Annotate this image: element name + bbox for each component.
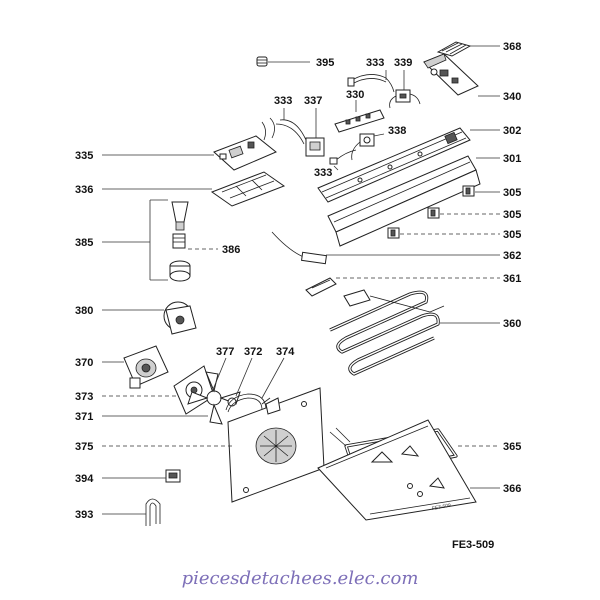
label-393: 393 xyxy=(75,509,93,521)
part-339-switch xyxy=(389,89,421,109)
label-380: 380 xyxy=(75,305,93,317)
label-362: 362 xyxy=(503,250,521,262)
part-370-fan-motor xyxy=(123,345,169,389)
part-360-grill-element xyxy=(329,289,445,376)
label-385: 385 xyxy=(75,237,93,249)
label-333-top: 333 xyxy=(366,57,384,69)
part-362-probe xyxy=(271,231,328,265)
label-340: 340 xyxy=(503,91,521,103)
label-333-low: 333 xyxy=(314,167,332,179)
part-305-knob-b xyxy=(427,207,440,219)
label-301: 301 xyxy=(503,153,521,165)
label-377: 377 xyxy=(216,346,234,358)
label-368: 368 xyxy=(503,41,521,53)
part-366-base-plate: FE3-509 xyxy=(317,419,477,521)
watermark: piecesdetachees.elec.com xyxy=(182,568,419,589)
label-365: 365 xyxy=(503,441,521,453)
label-395: 395 xyxy=(316,57,334,69)
label-386: 386 xyxy=(222,244,240,256)
part-375-rear-panel xyxy=(227,387,325,503)
part-305-knob-a xyxy=(462,185,475,197)
label-305-a: 305 xyxy=(503,187,521,199)
part-301-front-fascia xyxy=(327,155,481,247)
label-375: 375 xyxy=(75,441,93,453)
part-393-wire xyxy=(145,498,161,526)
label-373: 373 xyxy=(75,391,93,403)
label-333-mid: 333 xyxy=(274,95,292,107)
label-370: 370 xyxy=(75,357,93,369)
label-360: 360 xyxy=(503,318,521,330)
label-366: 366 xyxy=(503,483,521,495)
part-340-programmer-module xyxy=(423,53,479,96)
label-338: 338 xyxy=(388,125,406,137)
label-371: 371 xyxy=(75,411,93,423)
part-labels: 395 368 333 339 330 337 333 340 338 302 … xyxy=(75,41,521,521)
part-395-screw xyxy=(256,56,268,67)
part-302-control-panel xyxy=(317,127,471,203)
label-374: 374 xyxy=(276,346,295,358)
part-336-support-frame xyxy=(210,171,286,207)
part-330-switch-bracket xyxy=(334,109,385,133)
part-385-lamp-assembly xyxy=(169,201,191,282)
label-394: 394 xyxy=(75,473,94,485)
part-361-gasket xyxy=(305,277,337,297)
label-372: 372 xyxy=(244,346,262,358)
part-368-ribbon-cable xyxy=(436,41,472,57)
label-330: 330 xyxy=(346,89,364,101)
plate-stamp: FE3-509 xyxy=(431,503,451,512)
part-335-circuit-board xyxy=(213,135,277,171)
part-337-thermostat xyxy=(275,119,325,157)
label-337: 337 xyxy=(304,95,322,107)
part-394-connector xyxy=(165,469,181,483)
label-335: 335 xyxy=(75,150,93,162)
part-333-harness-left xyxy=(261,117,275,141)
leader-lines xyxy=(102,45,500,515)
label-336: 336 xyxy=(75,184,93,196)
part-305-knob-c xyxy=(387,227,400,239)
label-302: 302 xyxy=(503,125,521,137)
label-305-c: 305 xyxy=(503,229,521,241)
part-333-harness-lower xyxy=(329,149,357,165)
label-339: 339 xyxy=(394,57,412,69)
diagram-reference: FE3-509 xyxy=(452,539,494,551)
part-380-lamp-socket xyxy=(163,301,197,335)
label-305-b: 305 xyxy=(503,209,521,221)
label-361: 361 xyxy=(503,273,521,285)
part-338-selector-switch xyxy=(351,133,375,161)
